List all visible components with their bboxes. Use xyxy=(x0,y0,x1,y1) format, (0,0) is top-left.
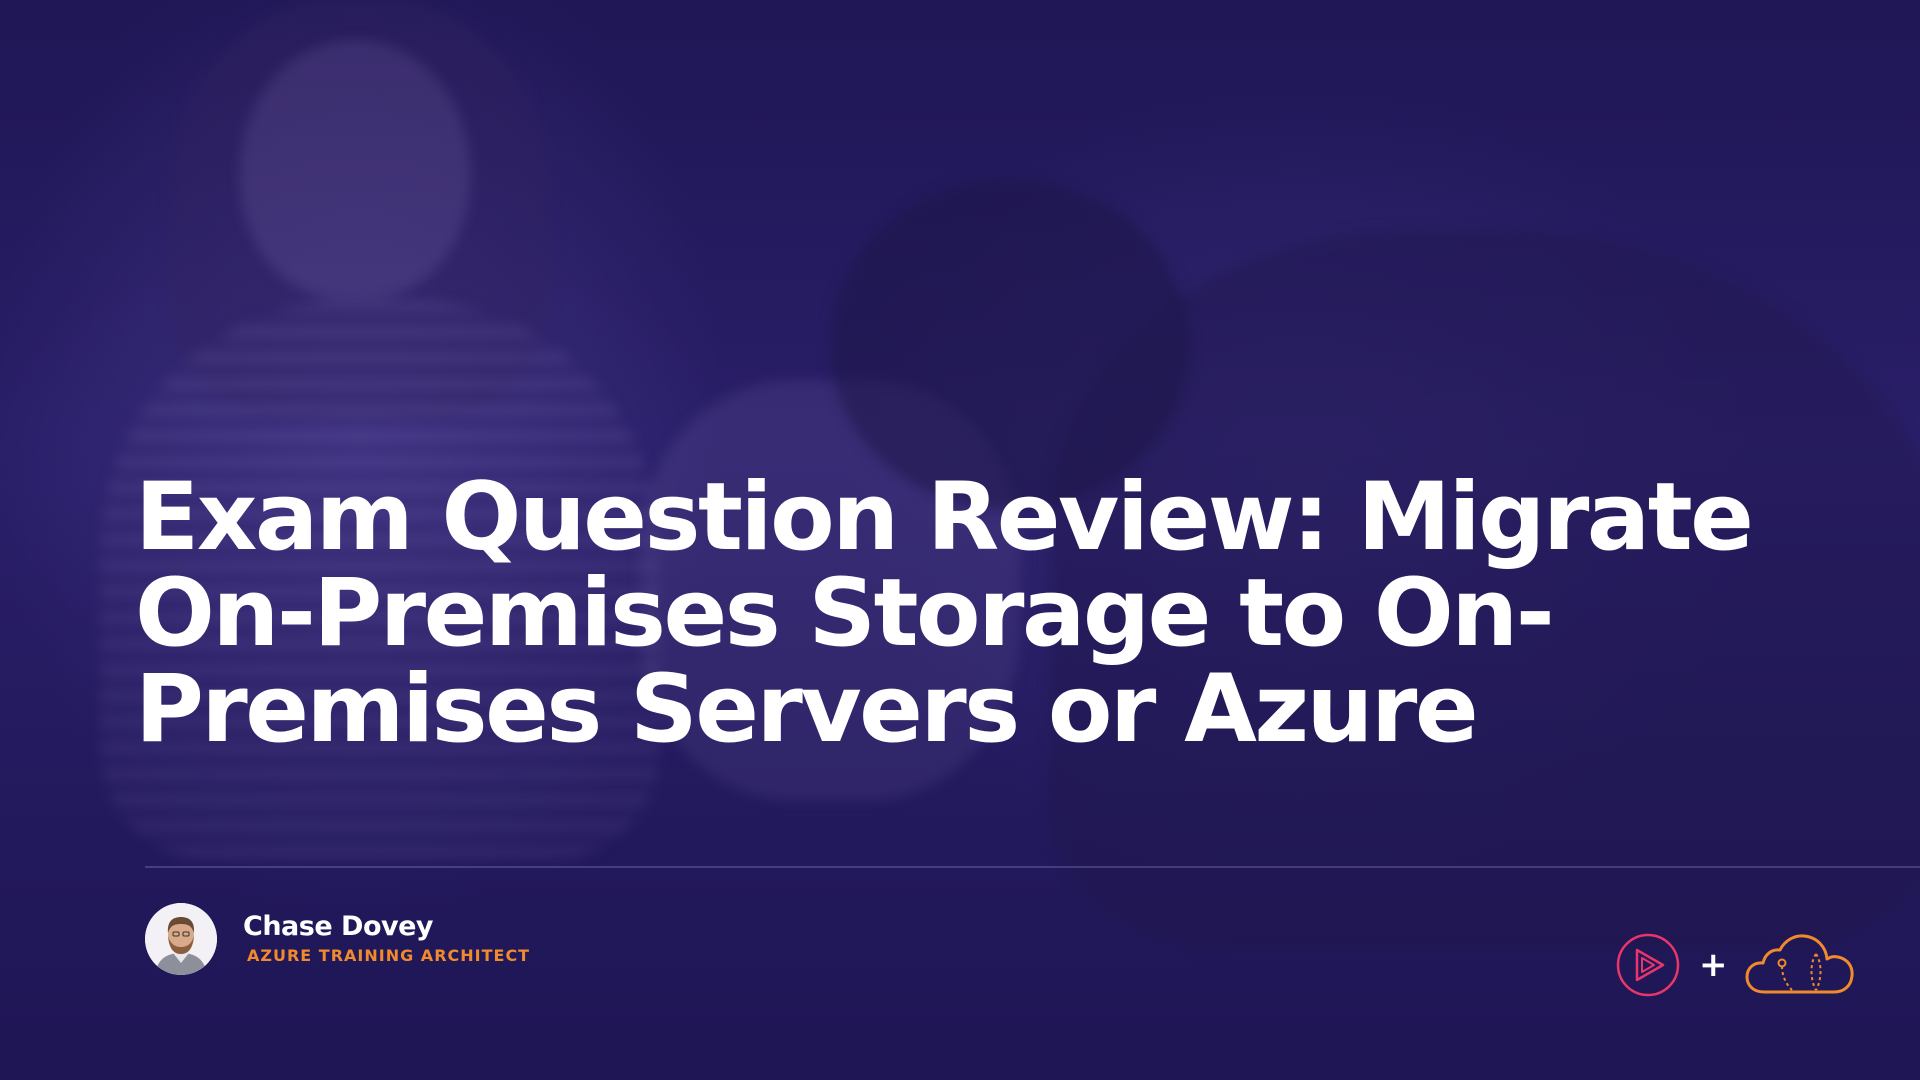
author-role: AZURE TRAINING ARCHITECT xyxy=(247,946,531,965)
slide-title: Exam Question Review: Migrate On-Premise… xyxy=(135,463,1754,764)
pluralsight-logo xyxy=(1615,932,1681,998)
plus-separator: + xyxy=(1699,945,1728,985)
cloud-icon xyxy=(1745,934,1854,994)
person-avatar-icon xyxy=(145,903,217,975)
author-name: Chase Dovey xyxy=(243,911,434,942)
author-avatar xyxy=(145,903,217,975)
play-triangle-icon xyxy=(1616,933,1680,997)
author-block: Chase Dovey AZURE TRAINING ARCHITECT xyxy=(145,903,530,975)
acloudguru-logo xyxy=(1744,932,1856,998)
background-photo-woman-face xyxy=(240,40,470,300)
background-photo-man-head xyxy=(830,180,1190,510)
brand-logos: + xyxy=(1615,925,1856,1005)
background-photo-woman-hair xyxy=(170,0,550,420)
divider-line xyxy=(145,866,1920,868)
author-text: Chase Dovey AZURE TRAINING ARCHITECT xyxy=(243,910,530,968)
